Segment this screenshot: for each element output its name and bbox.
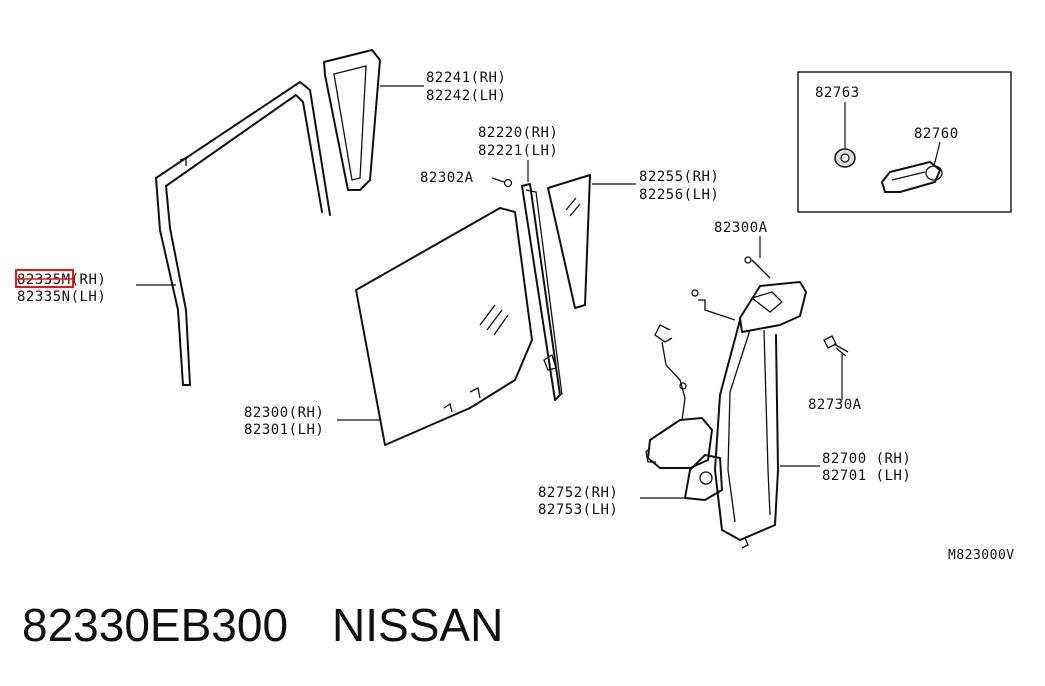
label-82700: 82700 (RH) <box>822 451 911 467</box>
label-82335n: 82335N(LH) <box>17 289 106 305</box>
label-82763: 82763 <box>815 85 860 101</box>
label-82256: 82256(LH) <box>639 187 719 203</box>
diagram-code: M823000V <box>948 548 1015 563</box>
label-82221: 82221(LH) <box>478 143 558 159</box>
motor-part <box>645 324 723 501</box>
label-82300a: 82300A <box>714 220 768 236</box>
regulator-assembly-part <box>691 256 807 549</box>
bolt-82302a <box>503 178 513 188</box>
label-82300: 82300(RH) <box>244 405 324 421</box>
label-82242: 82242(LH) <box>426 88 506 104</box>
footer-part-number: 82330EB300 <box>22 599 289 651</box>
run-channel-part <box>155 81 331 386</box>
quarter-sash-part <box>323 49 381 191</box>
label-82335m: 82335M(RH) <box>17 272 106 288</box>
label-82760: 82760 <box>914 126 959 142</box>
label-82302a: 82302A <box>420 170 474 186</box>
label-82730a: 82730A <box>808 397 862 413</box>
quarter-glass-part <box>547 174 591 309</box>
handle-82760 <box>881 161 943 193</box>
label-82220: 82220(RH) <box>478 125 558 141</box>
label-82335m-suffix: M(RH) <box>62 272 107 288</box>
label-82701: 82701 (LH) <box>822 468 911 484</box>
label-82255: 82255(RH) <box>639 169 719 185</box>
highlighted-part-number: 82335 <box>17 272 62 288</box>
label-82241: 82241(RH) <box>426 70 506 86</box>
grommet-82763 <box>834 148 856 168</box>
footer-brand: NISSAN <box>332 599 504 651</box>
label-82753: 82753(LH) <box>538 502 618 518</box>
bolt-82730a <box>823 335 849 357</box>
footer-caption: 82330EB300 NISSAN <box>22 598 503 652</box>
inset-box <box>797 71 1012 213</box>
rear-channel-part <box>521 183 563 401</box>
label-82752: 82752(RH) <box>538 485 618 501</box>
leader-lines <box>136 85 941 499</box>
door-glass-part <box>355 207 533 446</box>
label-82301: 82301(LH) <box>244 422 324 438</box>
